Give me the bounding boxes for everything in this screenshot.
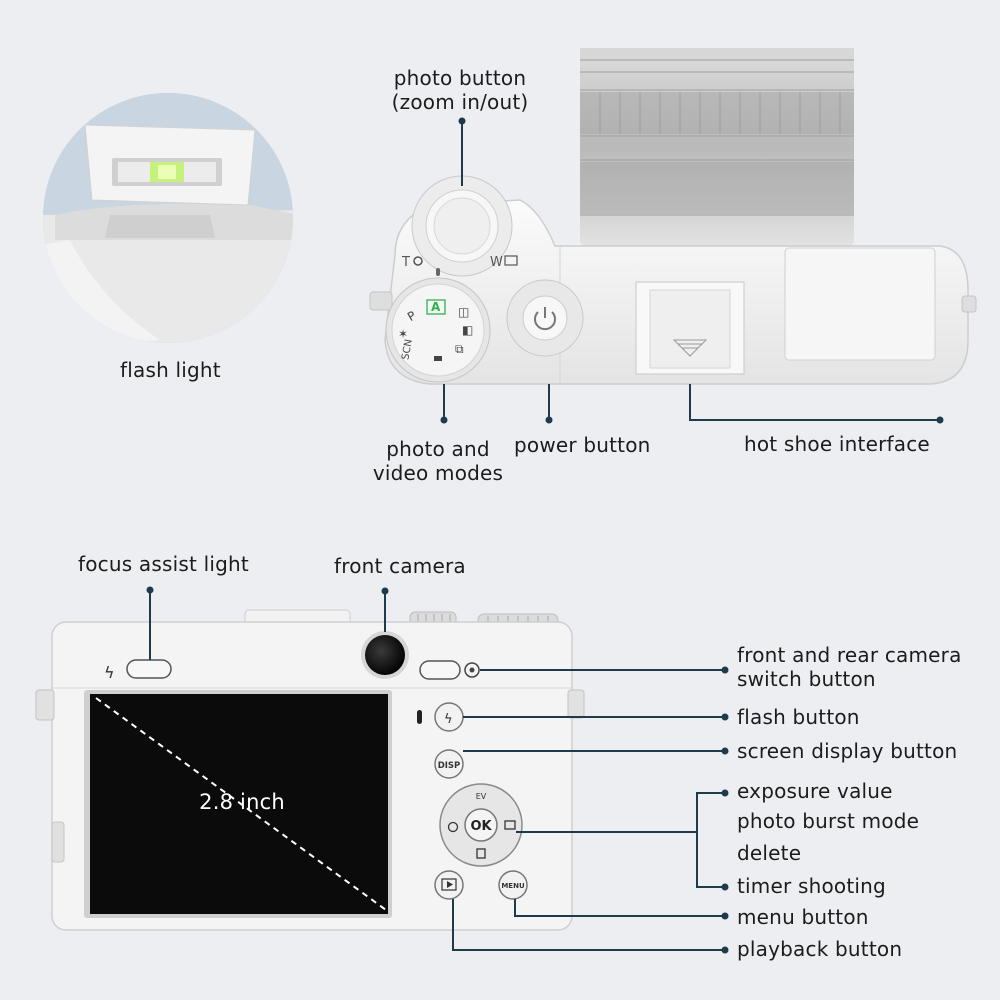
menu-button-label: menu button [737, 905, 869, 929]
camera-top-view: T W A P ✶ SCN ◫ ◧ ⧉ [369, 48, 977, 385]
photo-button-label-line2: (zoom in/out) [391, 90, 529, 114]
ev-label: EV [476, 792, 487, 801]
timer-icon [447, 821, 459, 833]
d-pad[interactable]: OK EV [439, 783, 523, 867]
screen-size-label: 2.8 inch [199, 790, 285, 814]
hot-shoe-label: hot shoe interface [744, 432, 930, 456]
mode-video-mark: ◫ [458, 305, 469, 319]
camera-back-view: ϟ ϟ DISP [35, 609, 585, 931]
photo-button[interactable] [411, 175, 513, 277]
timer-label: timer shooting [737, 874, 886, 898]
mode-scn-mark: SCN [400, 338, 414, 360]
mode-auto-mark: A [431, 300, 441, 314]
leader-lines [146, 117, 944, 954]
screen-display-label: screen display button [737, 739, 958, 763]
flash-button-icon: ϟ [444, 712, 453, 727]
zoom-tele-mark: T [401, 255, 410, 270]
ok-label: OK [470, 819, 492, 834]
exposure-label: exposure value [737, 779, 893, 803]
focus-assist-label: focus assist light [78, 552, 249, 576]
flash-light-label: flash light [120, 358, 221, 382]
camera-switch-icon [464, 662, 480, 678]
playback-button-label: playback button [737, 937, 903, 961]
camera-switch-label-line2: switch button [737, 667, 876, 691]
delete-label: delete [737, 841, 802, 865]
zoom-tele-icon [413, 256, 423, 266]
photo-button-label: photo button (zoom in/out) [370, 66, 550, 114]
modes-label-line1: photo and [386, 437, 490, 461]
zoom-wide-mark: W [490, 255, 503, 270]
flash-button-label: flash button [737, 705, 860, 729]
flash-light-inset [43, 93, 293, 343]
play-icon [447, 881, 453, 888]
photo-button-label-line1: photo button [393, 66, 527, 90]
flash-symbol-icon: ϟ [104, 663, 115, 682]
lens-barrel [580, 48, 854, 246]
camera-switch-label: front and rear camera switch button [737, 643, 962, 691]
flash-button[interactable]: ϟ [434, 702, 464, 732]
mode-dial[interactable]: A P ✶ SCN ◫ ◧ ⧉ [385, 268, 491, 383]
zoom-wide-icon [504, 255, 518, 266]
flash-lamp [150, 162, 184, 182]
front-camera [361, 631, 409, 679]
modes-label: photo and video modes [360, 437, 516, 485]
disp-button[interactable]: DISP [434, 749, 464, 779]
focus-assist-light [126, 659, 172, 679]
playback-button[interactable] [434, 870, 464, 900]
menu-label: MENU [501, 882, 525, 890]
mode-star-mark: ✶ [398, 327, 408, 341]
camera-switch-button[interactable] [419, 660, 480, 680]
disp-label: DISP [438, 761, 461, 771]
menu-button[interactable]: MENU [498, 870, 528, 900]
power-button-label: power button [514, 433, 651, 457]
delete-icon [476, 848, 486, 859]
camera-switch-label-line1: front and rear camera [737, 643, 962, 667]
power-button[interactable] [506, 279, 584, 357]
mode-burst-mark: ◧ [462, 323, 473, 337]
front-camera-label: front camera [334, 554, 466, 578]
mode-timelapse-mark: ⧉ [455, 342, 464, 356]
hot-shoe [635, 281, 745, 375]
burst-icon [504, 820, 516, 830]
burst-label: photo burst mode [737, 809, 920, 833]
modes-label-line2: video modes [372, 461, 504, 485]
lcd-screen [84, 690, 392, 918]
